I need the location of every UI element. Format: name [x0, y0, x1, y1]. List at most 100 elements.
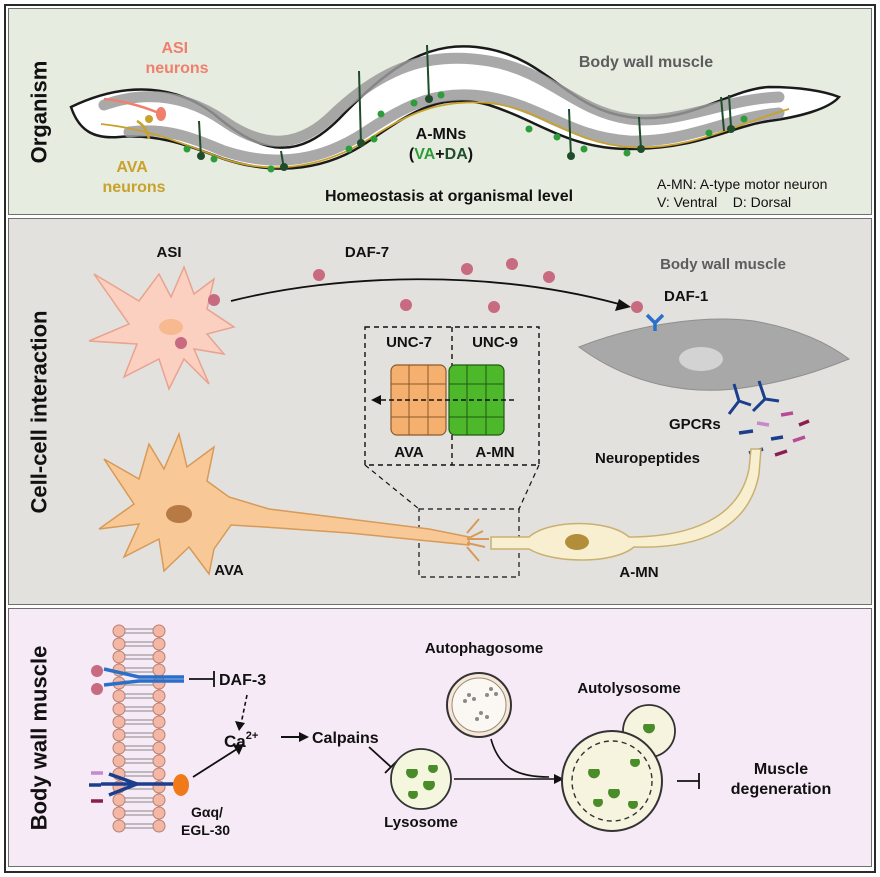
autolysosome-label: Autolysosome — [577, 680, 680, 697]
calpains-label: Calpains — [312, 730, 379, 747]
asi-neuron — [103, 97, 160, 115]
lipid-tail — [125, 771, 153, 777]
daf7-arrow — [230, 278, 620, 305]
lipid-head — [112, 702, 126, 716]
daf7-bound-dot-1 — [91, 665, 103, 677]
legend-line-1: A-MN: A-type motor neuron — [657, 176, 827, 192]
degeneration-label-2: degeneration — [731, 781, 831, 798]
lipid-head — [152, 819, 166, 833]
daf3-dashed-arrow — [240, 694, 248, 725]
lipid-tail — [125, 706, 153, 712]
lipid-head — [112, 715, 126, 729]
fusion-arrowhead — [554, 774, 564, 784]
daf3-arrowhead — [235, 721, 245, 731]
lipid-tail — [125, 719, 153, 725]
lipid-tail — [125, 810, 153, 816]
autolysosome-inner — [571, 740, 653, 822]
daf1-receptor-icon — [645, 313, 665, 331]
ca-arrowhead — [299, 732, 309, 742]
asi-nucleus — [159, 319, 183, 335]
bound-neuropeptides-icon — [89, 771, 103, 803]
lipid-head — [112, 689, 126, 703]
cell-interaction-diagram: ASI DAF-7 Body wall muscle DAF-1 GPCRs — [88, 244, 851, 581]
lipid-head — [152, 650, 166, 664]
zoom-line-left — [364, 464, 420, 510]
zoom-line-right — [518, 464, 540, 510]
gaq-arrowhead — [233, 744, 244, 755]
lysosome-contents — [406, 765, 438, 799]
gpcr-membrane-icon — [101, 772, 184, 797]
gaq-to-ca-arrow — [192, 748, 238, 778]
lipid-tail — [125, 732, 153, 738]
lipid-head — [152, 728, 166, 742]
asi-cell-label: ASI — [156, 244, 181, 261]
ava-label: AVA neurons — [102, 159, 165, 196]
neuropeptides-label: Neuropeptides — [595, 450, 700, 467]
galphaq-protein-icon — [173, 774, 189, 796]
muscle-nucleus — [679, 347, 723, 371]
autophagosome-cargo — [463, 687, 498, 721]
ava-inset-label: AVA — [394, 444, 424, 461]
panel-organism: Organism — [8, 8, 872, 215]
lipid-head — [152, 637, 166, 651]
motor-neuron-somas — [197, 95, 735, 171]
lipid-head — [112, 624, 126, 638]
lipid-head — [152, 702, 166, 716]
ava-neuron — [136, 119, 151, 140]
lipid-head — [152, 624, 166, 638]
homeostasis-label: Homeostasis at organismal level — [325, 188, 573, 205]
lysosome-label: Lysosome — [384, 814, 458, 831]
amn-neuron-cell — [490, 448, 762, 561]
muscle-band-dorsal — [98, 52, 785, 147]
lipid-head — [152, 806, 166, 820]
ava-neuron-cell — [98, 431, 470, 576]
degeneration-label-1: Muscle — [754, 761, 808, 778]
gpcrs-label: GPCRs — [669, 416, 721, 433]
lipid-tail — [125, 654, 153, 660]
fusion-arrow-top — [490, 738, 550, 778]
autolysosome-contents — [588, 724, 655, 809]
daf3-label: DAF-3 — [219, 672, 266, 689]
ava-cell-label: AVA — [214, 562, 244, 579]
muscle-label: Body wall muscle — [579, 54, 713, 71]
panel-cell-cell-interaction: Cell-cell interaction ASI DAF-7 Body wal… — [8, 218, 872, 605]
panel-body-wall-muscle: Body wall muscle DAF-3 Ca2+ Calpains — [8, 608, 872, 867]
amn-label: A-MNs — [416, 126, 467, 143]
lysosome-icon — [390, 748, 452, 810]
daf7-bound-dot-2 — [91, 683, 103, 695]
lipid-head — [152, 741, 166, 755]
lipid-head — [112, 793, 126, 807]
ava-terminal — [466, 518, 489, 562]
amn-cell-label: A-MN — [619, 564, 658, 581]
motor-neuron-synapses — [183, 91, 748, 173]
lipid-head — [112, 806, 126, 820]
ava-nucleus — [166, 505, 192, 523]
lipid-tail — [125, 758, 153, 764]
lipid-tail — [125, 693, 153, 699]
lipid-tail — [125, 797, 153, 803]
lipid-head — [152, 715, 166, 729]
gpcr-receptors-icon — [727, 380, 780, 415]
lipid-head — [112, 819, 126, 833]
muscle-band-ventral — [123, 89, 785, 166]
amn-inset-label: A-MN — [475, 444, 514, 461]
ventral-nerve-cord — [100, 101, 790, 169]
asi-label: ASI neurons — [145, 40, 208, 77]
autolysosome-icon — [561, 730, 663, 832]
autophagosome-inner — [451, 677, 507, 733]
autophagosome-label: Autophagosome — [425, 640, 543, 657]
muscle-pathway-diagram: DAF-3 Ca2+ Calpains Gαq/ EGL-30 Lysosome — [89, 624, 831, 838]
current-arrowhead — [371, 395, 381, 405]
neuropeptides-icon — [738, 411, 810, 457]
daf1-membrane-receptor-icon — [103, 667, 184, 687]
organism-diagram: ASI neurons AVA neurons Body wall muscle… — [69, 40, 842, 210]
lipid-tail — [125, 628, 153, 634]
ava-soma — [145, 115, 153, 123]
lipid-head — [152, 663, 166, 677]
daf7-arrowhead — [615, 299, 631, 311]
lipid-head — [112, 650, 126, 664]
lipid-head — [112, 754, 126, 768]
muscle-cell-label: Body wall muscle — [660, 256, 786, 273]
daf7-label: DAF-7 — [345, 244, 389, 261]
daf7-ligands — [175, 258, 643, 349]
